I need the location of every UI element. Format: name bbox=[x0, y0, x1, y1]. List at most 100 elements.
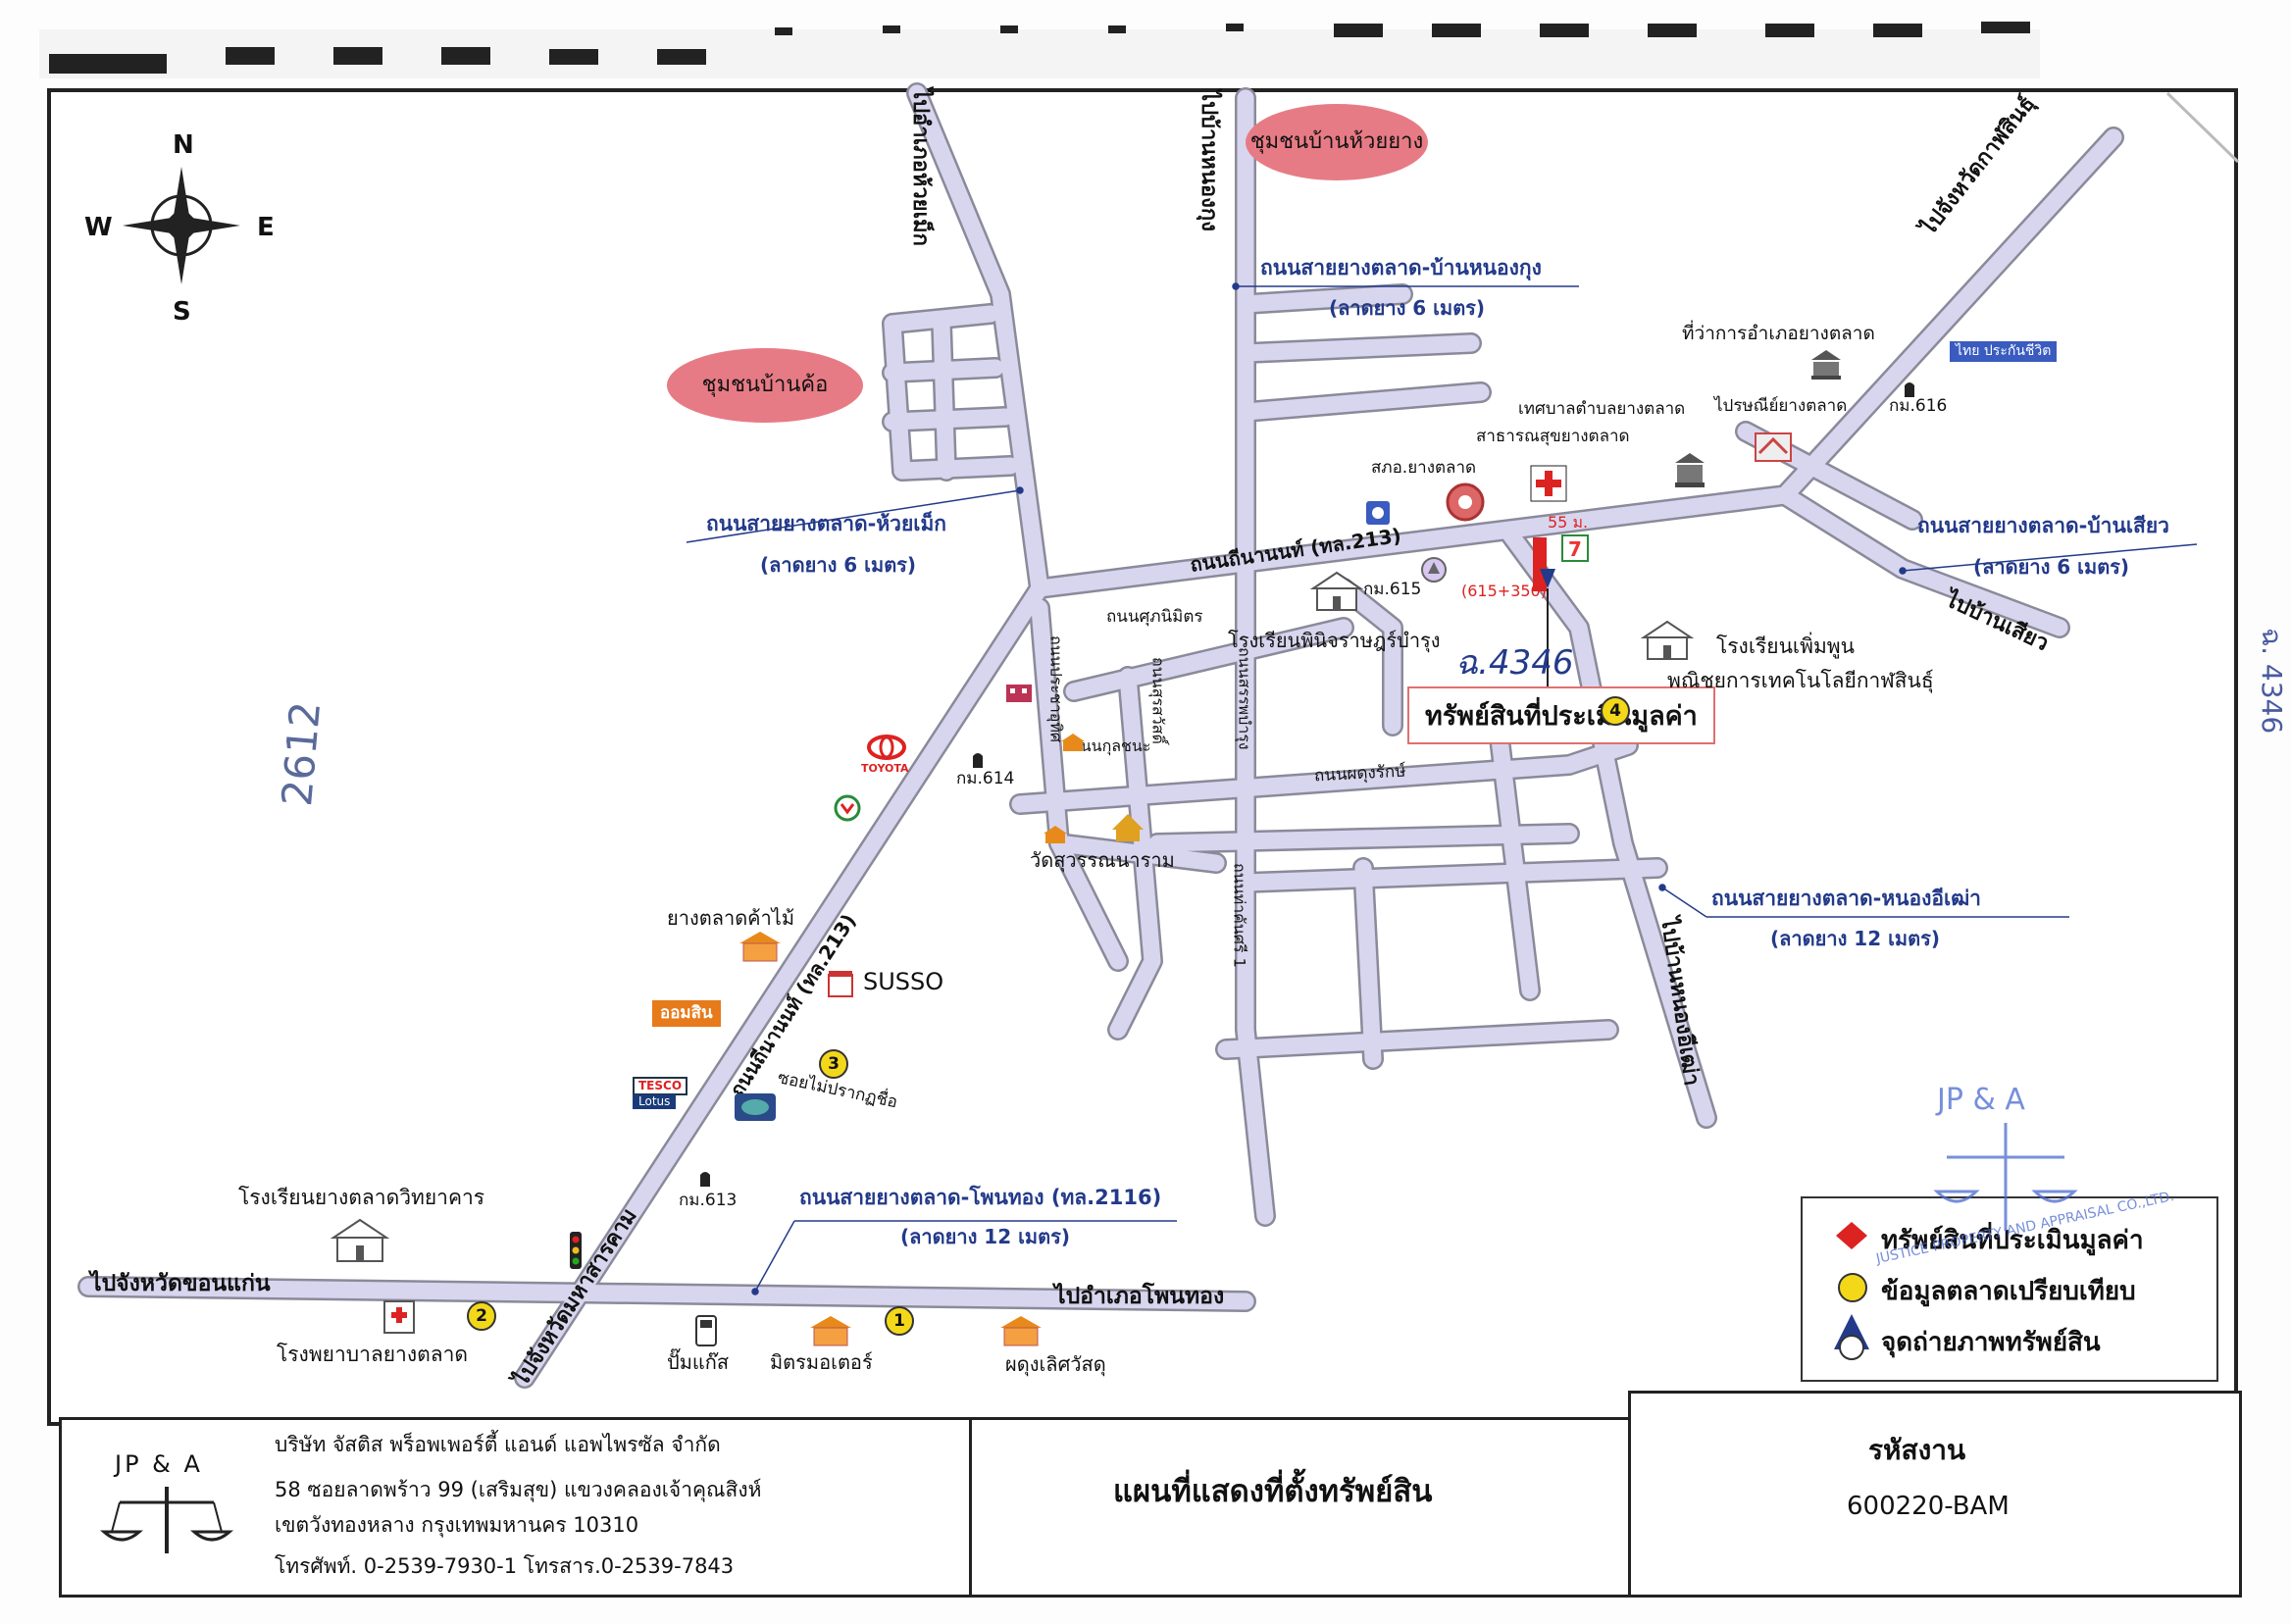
footer-address-1: 58 ซอยลาดพร้าว 99 (เสริมสุข) แขวงคลองเจ้… bbox=[275, 1478, 762, 1501]
footer-company-cell bbox=[59, 1417, 975, 1598]
shop-icon-3 bbox=[998, 1314, 1044, 1351]
direction-nong-kung: ไปบ้านหนองกุง bbox=[1196, 90, 1222, 231]
road-siao-width: (ลาดยาง 6 เมตร) bbox=[1973, 555, 2130, 579]
road-nong-i-thao-width: (ลาดยาง 12 เมตร) bbox=[1770, 927, 1940, 950]
post-office-icon bbox=[1754, 431, 1793, 469]
footer-company-name: บริษัท จัสติส พร็อพเพอร์ตี้ แอนด์ แอพไพร… bbox=[275, 1433, 721, 1456]
place-school-withayakhan: โรงเรียนยางตลาดวิทยาคาร bbox=[238, 1186, 485, 1209]
company-stamp: JP & A JUSTICE PROPERTY AND APPRAISAL CO… bbox=[1875, 1083, 2176, 1267]
road-siao-name: ถนนสายยางตลาด-บ้านเสียว bbox=[1917, 514, 2169, 537]
svg-text:7: 7 bbox=[1568, 537, 1582, 561]
shop-icon bbox=[738, 930, 783, 967]
place-thai-life: ไทย ประกันชีวิต bbox=[1950, 341, 2058, 363]
community-huai-yang: ชุมชนบ้านห้วยยาง bbox=[1246, 104, 1428, 180]
police-badge-icon bbox=[1444, 481, 1487, 528]
comparable-badge-2: 2 bbox=[467, 1301, 496, 1331]
place-tesco: TESCO bbox=[633, 1077, 688, 1096]
road-sanphanbamrung: ถนนสรรพบำรุง bbox=[1235, 647, 1254, 750]
school-building-icon-3 bbox=[330, 1216, 390, 1269]
ptt-station-icon bbox=[734, 1092, 777, 1126]
road-phon-thong-width: (ลาดยาง 12 เมตร) bbox=[900, 1225, 1070, 1248]
footer-code-cell bbox=[1628, 1391, 2242, 1598]
compass-rose-icon bbox=[108, 137, 255, 314]
place-susso: SUSSO bbox=[863, 968, 944, 995]
place-mitr-motor: มิตรมอเตอร์ bbox=[770, 1350, 873, 1374]
km-616: กม.616 bbox=[1889, 396, 1948, 416]
photo-point-marker-icon bbox=[1830, 1312, 1873, 1367]
footer-logo-text: JP & A bbox=[115, 1450, 203, 1478]
bank-kasikorn-icon bbox=[834, 794, 861, 826]
place-wat: วัดสุวรรณนาราม bbox=[1030, 848, 1175, 872]
comparable-badge-4: 4 bbox=[1601, 696, 1630, 726]
road-huai-mek-width: (ลาดยาง 6 เมตร) bbox=[760, 553, 917, 577]
km-613: กม.613 bbox=[679, 1191, 738, 1210]
binder-holes bbox=[39, 22, 2040, 78]
compass-n: N bbox=[173, 130, 194, 160]
government-building-icon-2 bbox=[1673, 451, 1706, 494]
km-marker-icon-614 bbox=[971, 750, 985, 774]
place-district-office: ที่ว่าการอำเภอยางตลาด bbox=[1682, 323, 1875, 344]
km-615: กม.615 bbox=[1363, 580, 1422, 599]
susso-store-icon bbox=[826, 969, 855, 1002]
road-thakhasri: ถนนท่าคันศรี 1 bbox=[1230, 863, 1249, 968]
building-icon bbox=[1004, 679, 1034, 708]
house-icon-2 bbox=[1042, 824, 1069, 849]
toyota-logo-icon bbox=[863, 734, 910, 777]
subject-handwritten-deed: ฉ.4346 bbox=[1455, 643, 1574, 683]
km-marker-icon-616 bbox=[1903, 380, 1916, 403]
temple-icon bbox=[1420, 556, 1448, 587]
school-building-icon-2 bbox=[1640, 618, 1695, 667]
road-kulchana: ถนนกุลชนะ bbox=[1071, 736, 1151, 755]
place-school-phoemphun-2: พณิชยการเทคโนโลยีกาฬสินธุ์ bbox=[1667, 669, 1934, 692]
place-toyota: TOYOTA bbox=[861, 762, 909, 775]
footer-address-2: เขตวังทองหลาง กรุงเทพมหานคร 10310 bbox=[275, 1513, 639, 1537]
compass-s: S bbox=[173, 297, 191, 327]
seven-eleven-icon: 7 bbox=[1561, 534, 1589, 566]
hospital-building-icon bbox=[382, 1299, 416, 1339]
road-prachauthit: ถนนประชาอุทิศ bbox=[1046, 635, 1066, 743]
gas-pump-icon bbox=[692, 1312, 726, 1351]
roads bbox=[77, 82, 2124, 1389]
road-nong-i-thao-name: ถนนสายยางตลาด-หนองอีเฒ่า bbox=[1711, 887, 1981, 910]
footer-code-label: รหัสงาน bbox=[1868, 1434, 1966, 1466]
place-hospital: โรงพยาบาลยางตลาด bbox=[277, 1343, 469, 1366]
place-yang-talat-wood: ยางตลาดค้าไม้ bbox=[667, 906, 795, 930]
wat-icon bbox=[1110, 812, 1146, 847]
compass-e: E bbox=[257, 213, 275, 242]
margin-note-left: 2612 bbox=[273, 699, 331, 809]
margin-note-right: ฉ. 4346 bbox=[2255, 628, 2288, 735]
road-nong-kung-name: ถนนสายยางตลาด-บ้านหนองกุง bbox=[1260, 256, 1542, 279]
legend-photo-point: จุดถ่ายภาพทรัพย์สิน bbox=[1881, 1328, 2101, 1357]
place-ska: สภอ.ยางตลาด bbox=[1371, 458, 1477, 478]
legend-subject: ทรัพย์สินที่ประเมินมูลค่า bbox=[1881, 1226, 2144, 1255]
subject-property-label: ทรัพย์สินที่ประเมินมูลค่า bbox=[1407, 686, 1715, 744]
station-label: (615+350) bbox=[1461, 582, 1547, 600]
distance-label: 55 ม. bbox=[1548, 513, 1589, 532]
footer-code-value: 600220-BAM bbox=[1847, 1492, 2010, 1521]
place-lotus: Lotus bbox=[633, 1094, 677, 1110]
government-building-icon bbox=[1809, 348, 1843, 385]
bank-icon bbox=[1365, 500, 1391, 530]
legend-box bbox=[1801, 1196, 2218, 1382]
footer-map-title: แผนที่แสดงที่ตั้งทรัพย์สิน bbox=[1113, 1474, 1433, 1509]
legend-comparables: ข้อมูลตลาดเปรียบเทียบ bbox=[1881, 1277, 2136, 1306]
place-health-office: สาธารณสุขยางตลาด bbox=[1476, 427, 1630, 446]
stamp-top: JP & A bbox=[1937, 1083, 2025, 1117]
traffic-light-icon bbox=[569, 1231, 583, 1274]
place-ptt: ปั๊มแก๊ส bbox=[667, 1350, 730, 1374]
direction-huai-mek: ไปอำเภอห้วยเม็ก bbox=[908, 88, 934, 246]
place-school-phoemphun: โรงเรียนเพิ่มพูน bbox=[1716, 634, 1855, 658]
subject-marker-icon bbox=[1832, 1218, 1871, 1257]
hospital-cross-icon bbox=[1530, 465, 1567, 506]
comparable-marker-icon bbox=[1836, 1271, 1869, 1308]
school-building-icon bbox=[1309, 569, 1364, 618]
comparable-badge-1: 1 bbox=[885, 1306, 914, 1336]
km-marker-icon-613 bbox=[698, 1169, 712, 1193]
place-omsin: ออมสิน bbox=[652, 1000, 721, 1027]
house-icon bbox=[1059, 732, 1087, 757]
direction-khon-kaen: ไปจังหวัดขอนแก่น bbox=[90, 1271, 271, 1296]
comparable-badge-3: 3 bbox=[819, 1049, 848, 1079]
place-phadung: ผดุงเลิศวัสดุ bbox=[1005, 1352, 1106, 1376]
